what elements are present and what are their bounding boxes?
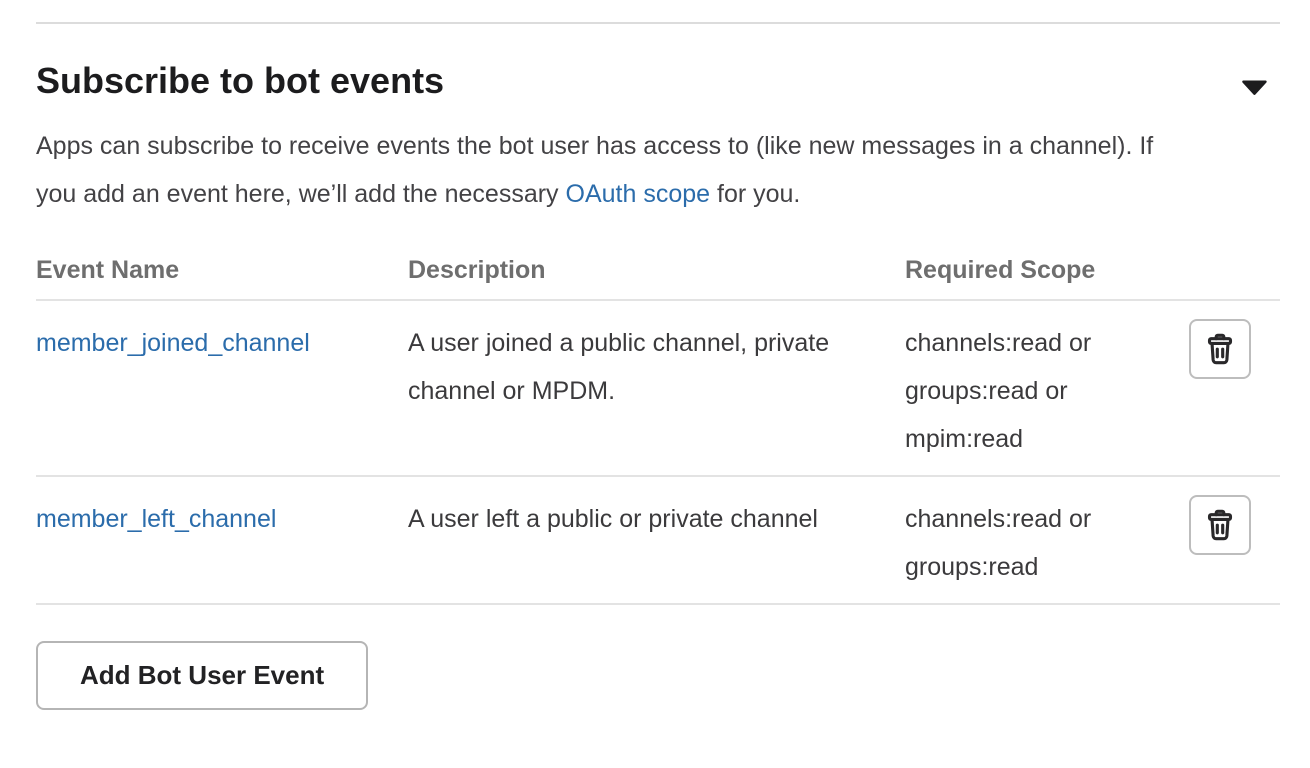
column-header-actions [1160,256,1280,285]
section-description: Apps can subscribe to receive events the… [36,122,1196,218]
section-header: Subscribe to bot events [36,60,1280,102]
event-name-link[interactable]: member_left_channel [36,505,277,533]
delete-event-button[interactable] [1189,495,1251,555]
collapse-section-button[interactable] [1237,74,1272,100]
event-name-cell: member_left_channel [36,495,408,591]
column-header-event-name: Event Name [36,256,180,284]
chevron-down-icon [1242,80,1267,95]
delete-event-button[interactable] [1189,319,1251,379]
section-title: Subscribe to bot events [36,60,445,101]
required-scope: channels:read or groups:read or mpim:rea… [905,329,1092,453]
add-bot-user-event-button[interactable]: Add Bot User Event [36,641,369,710]
bot-events-table: Event Name Description Required Scope me… [36,256,1280,605]
table-body: member_joined_channel A user joined a pu… [36,301,1280,605]
event-name-link[interactable]: member_joined_channel [36,329,310,357]
table-header-row: Event Name Description Required Scope [36,256,1280,301]
column-header-required-scope: Required Scope [905,256,1096,284]
description-text-after: for you. [710,180,801,208]
event-name-cell: member_joined_channel [36,319,408,463]
required-scope: channels:read or groups:read [905,505,1092,581]
trash-icon [1207,509,1233,541]
event-description: A user joined a public channel, private … [408,329,830,405]
event-description: A user left a public or private channel [408,505,818,533]
oauth-scope-link[interactable]: OAuth scope [565,180,711,208]
row-actions-cell [1160,495,1280,591]
description-text-before: Apps can subscribe to receive events the… [36,132,1154,208]
column-header-description: Description [408,256,546,284]
row-actions-cell [1160,319,1280,463]
trash-icon [1207,333,1233,365]
table-row: member_left_channel A user left a public… [36,477,1280,605]
subscribe-bot-events-section: Subscribe to bot events Apps can subscri… [36,22,1280,710]
table-row: member_joined_channel A user joined a pu… [36,301,1280,477]
